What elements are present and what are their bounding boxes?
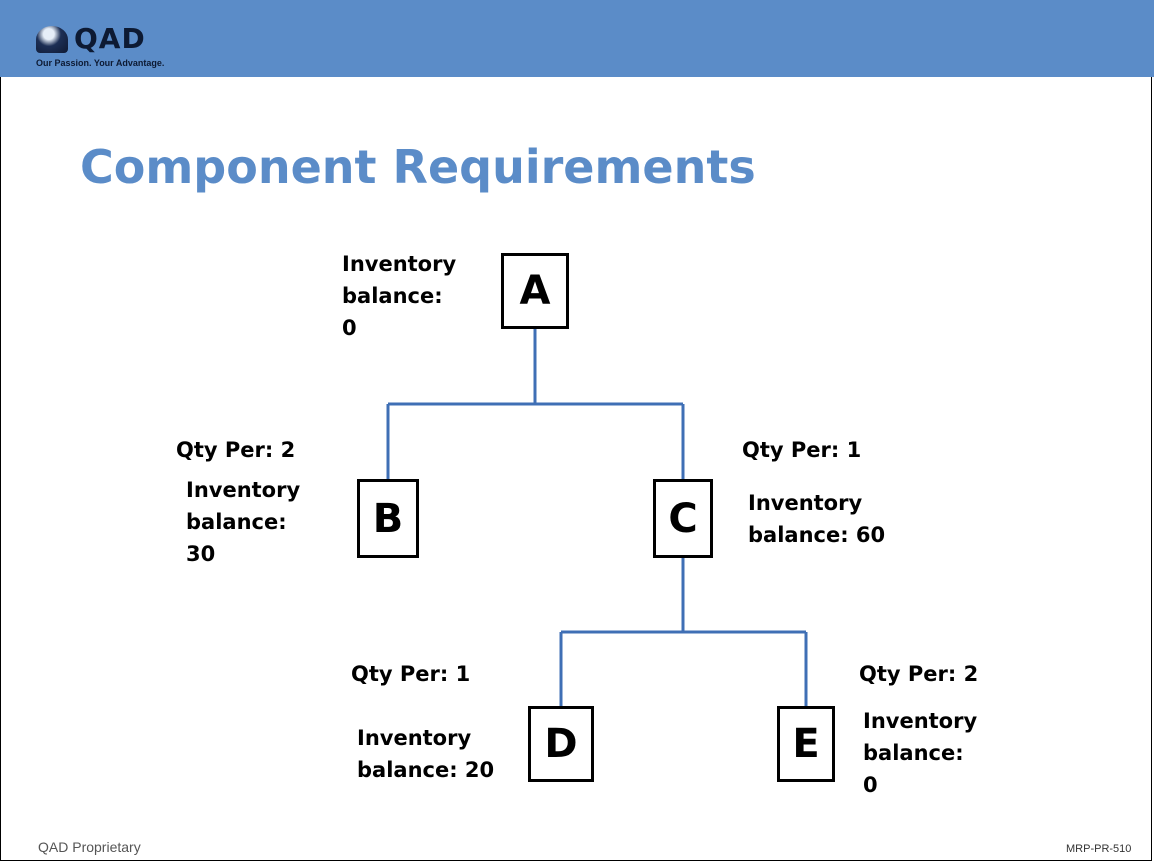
- node-b-qty: Qty Per: 2: [176, 438, 296, 462]
- node-e-qty: Qty Per: 2: [859, 662, 979, 686]
- brand-tagline: Our Passion. Your Advantage.: [36, 58, 165, 68]
- footer-slide-code: MRP-PR-510: [1066, 843, 1132, 855]
- footer-proprietary: QAD Proprietary: [38, 839, 141, 855]
- brand-name: QAD: [74, 22, 146, 55]
- edge-a-b-c: [386, 329, 685, 479]
- node-e: E: [777, 706, 835, 782]
- node-c-inventory: Inventory balance: 60: [748, 491, 886, 547]
- qad-logo-icon: [36, 26, 68, 53]
- edge-c-d-e: [559, 558, 808, 706]
- node-b: B: [357, 479, 419, 558]
- node-d-qty: Qty Per: 1: [351, 662, 471, 686]
- node-c: C: [653, 479, 713, 558]
- node-c-qty: Qty Per: 1: [742, 438, 862, 462]
- node-b-inventory: Inventory balance: 30: [186, 478, 301, 566]
- node-a-inventory: Inventory balance: 0: [342, 252, 457, 340]
- node-d-inventory: Inventory balance: 20: [357, 726, 495, 782]
- node-e-inventory: Inventory balance: 0: [863, 709, 978, 797]
- node-a: A: [501, 253, 569, 329]
- header-bar: QAD Our Passion. Your Advantage.: [0, 0, 1154, 77]
- slide-title: Component Requirements: [80, 140, 756, 194]
- node-d: D: [528, 706, 594, 782]
